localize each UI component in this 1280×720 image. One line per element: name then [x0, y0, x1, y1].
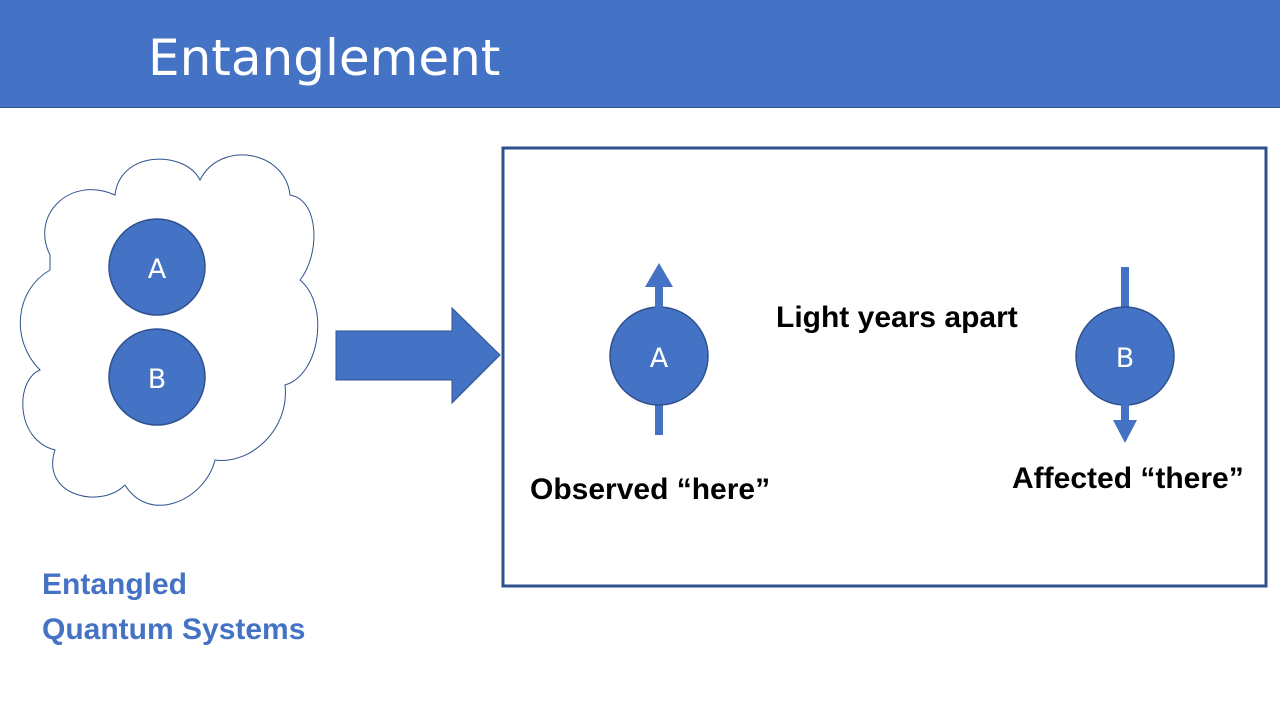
observed-label: Observed “here”	[530, 473, 771, 506]
separation-label: Light years apart	[776, 301, 1018, 334]
spin-b-shaft	[1121, 403, 1129, 423]
spin-a: A	[609, 263, 709, 435]
cloud-particle-a	[108, 218, 206, 316]
spin-down-arrowhead-icon	[1113, 420, 1137, 443]
panel-particle-b-label: B	[1116, 343, 1135, 374]
spin-b: B	[1075, 267, 1175, 443]
cloud-particle-b	[108, 328, 206, 426]
title-bar: Entanglement	[0, 0, 1280, 108]
cloud-particle-b-label: B	[148, 364, 167, 395]
spin-a-tail	[655, 400, 663, 435]
cloud-caption-line1: Entangled	[42, 568, 188, 601]
affected-label: Affected “there”	[1012, 462, 1244, 495]
spin-up-arrowhead-icon	[645, 263, 673, 287]
cloud-caption: Entangled Quantum Systems	[42, 562, 305, 652]
spin-b-tail	[1121, 267, 1129, 312]
entanglement-cloud: A B	[19, 154, 319, 506]
transition-arrow	[335, 306, 501, 405]
spin-a-shaft	[655, 285, 663, 309]
panel-particle-a-label: A	[650, 343, 669, 374]
cloud-caption-line2: Quantum Systems	[42, 613, 306, 646]
cloud-particle-a-label: A	[148, 254, 167, 285]
slide-title: Entanglement	[148, 29, 501, 87]
